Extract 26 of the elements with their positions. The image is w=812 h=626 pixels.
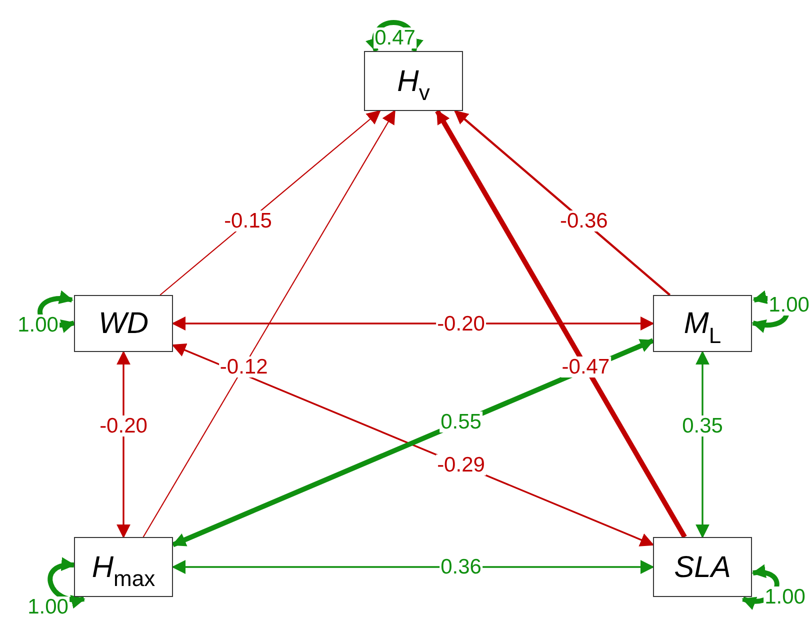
variable-box: M$_{L}$ [653,295,752,352]
arrow [116,350,130,538]
loop-arrow [366,20,422,52]
arrow [454,110,671,296]
edge-label: -0.15 [223,210,273,232]
variable-box: H$_{max}$ [74,537,173,597]
arrow [172,316,654,330]
edge-label: -0.20 [436,313,486,334]
arrow [696,350,710,538]
arrow [435,110,687,538]
edge-label: 1.00 [768,294,810,316]
arrow [142,110,396,538]
arrow [160,110,381,296]
loop-arrow [48,558,86,608]
edge-label: -0.20 [98,416,148,436]
edge-label: 0.55 [440,412,482,433]
arrow [172,560,654,574]
edge-label: -0.36 [558,210,609,232]
variable-box: WD [74,295,173,352]
edge-label: -0.47 [560,356,611,378]
edge-label: -0.29 [436,454,486,476]
variable-box: SLA [653,537,752,597]
edge-label: 0.35 [681,416,724,436]
edge-label: 0.47 [374,28,416,48]
variable-box: H$_{v}$ [364,51,463,111]
edge-label: -0.12 [218,356,269,378]
